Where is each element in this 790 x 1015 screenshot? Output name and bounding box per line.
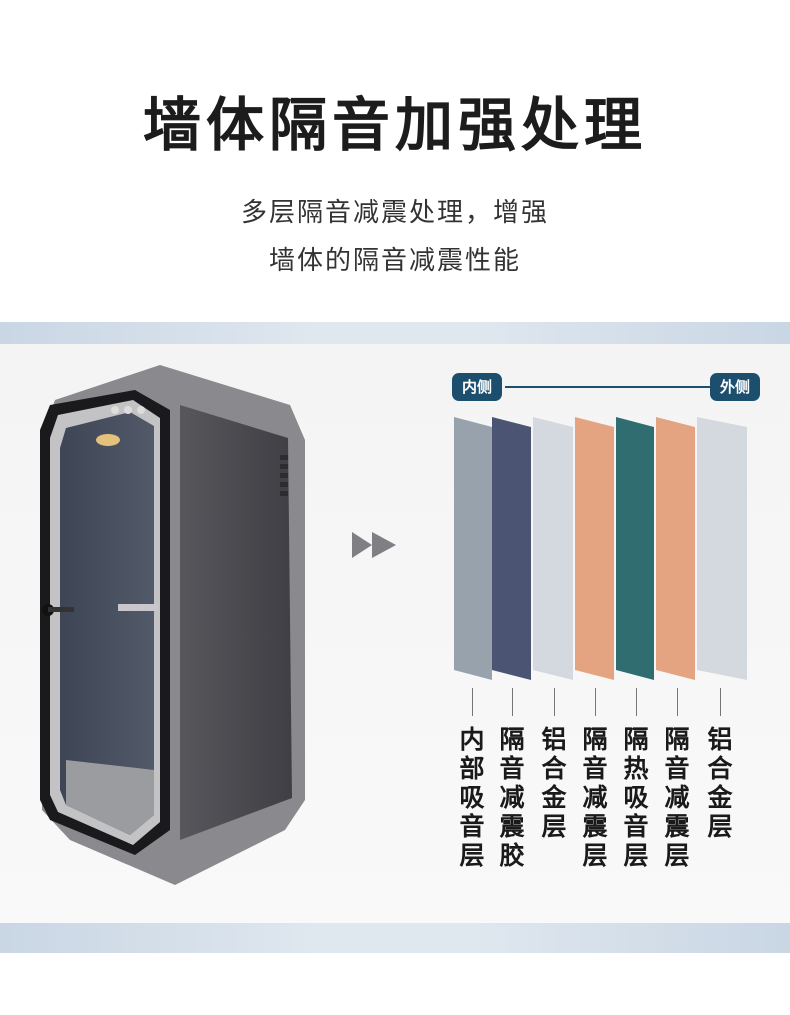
bottom-divider-band bbox=[0, 923, 790, 953]
layer-tick-4 bbox=[595, 688, 596, 716]
top-divider-band bbox=[0, 322, 790, 344]
layer-label-4: 隔音减震层 bbox=[582, 725, 608, 870]
layer-panel-3 bbox=[533, 417, 573, 680]
layer-tick-6 bbox=[677, 688, 678, 716]
layer-tick-5 bbox=[636, 688, 637, 716]
layer-tick-3 bbox=[554, 688, 555, 716]
phone-booth-illustration bbox=[40, 365, 305, 885]
layer-tick-2 bbox=[512, 688, 513, 716]
outer-side-tag: 外侧 bbox=[710, 373, 761, 401]
subtitle-line-1: 多层隔音减震处理，增强 bbox=[240, 198, 549, 228]
layer-panel-6 bbox=[656, 417, 695, 680]
layer-label-3: 铝合金层 bbox=[541, 725, 567, 841]
layer-panel-1 bbox=[454, 417, 492, 680]
layer-panel-7 bbox=[697, 417, 747, 680]
layer-panel-4 bbox=[575, 417, 614, 680]
page-title: 墙体隔音加强处理 bbox=[142, 91, 647, 159]
layer-label-5: 隔热吸音层 bbox=[623, 725, 649, 870]
layer-tick-1 bbox=[472, 688, 473, 716]
layer-tick-7 bbox=[720, 688, 721, 716]
wall-layers-diagram bbox=[454, 417, 747, 680]
layer-label-1: 内部吸音层 bbox=[459, 725, 485, 870]
inner-side-tag: 内侧 bbox=[452, 373, 503, 401]
layer-label-7: 铝合金层 bbox=[707, 725, 733, 841]
subtitle-line-2: 墙体的隔音减震性能 bbox=[268, 246, 521, 276]
layer-label-2: 隔音减震胶 bbox=[499, 725, 525, 870]
layer-panel-5 bbox=[616, 417, 654, 680]
layer-label-6: 隔音减震层 bbox=[664, 725, 690, 870]
inner-outer-connector bbox=[505, 386, 710, 388]
double-chevron-right-icon bbox=[352, 532, 396, 558]
layer-panel-2 bbox=[492, 417, 531, 680]
